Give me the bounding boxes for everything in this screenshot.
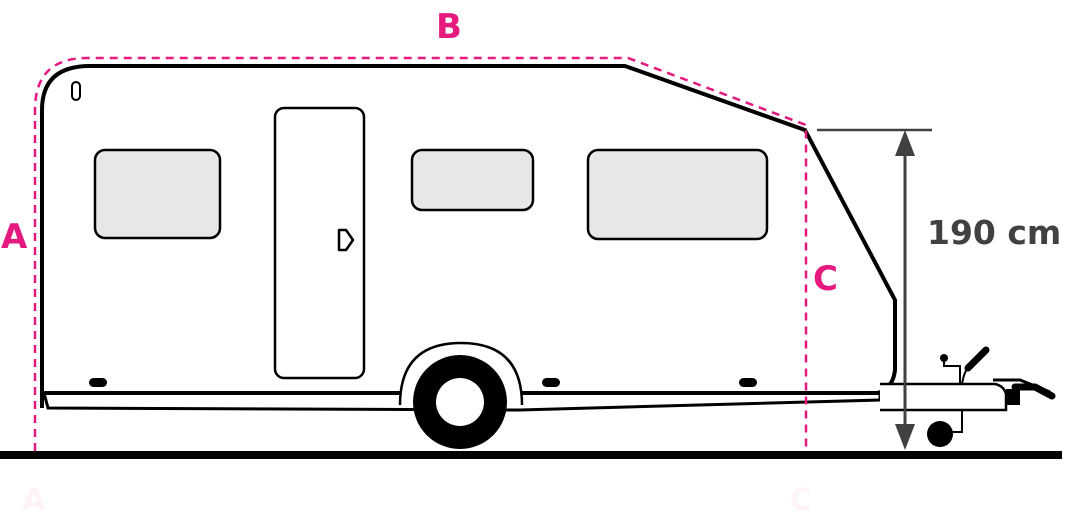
label-b: B (436, 7, 462, 47)
vent (71, 81, 81, 101)
door-handle (337, 228, 355, 252)
window-rear (93, 148, 222, 240)
door (273, 106, 366, 380)
height-dimension (817, 128, 932, 450)
faint-label-c: C (790, 483, 812, 518)
bottom-vent (739, 378, 757, 387)
dimension-outline-dashed (33, 56, 808, 451)
bottom-vent (542, 378, 560, 387)
jockey-wheel (927, 410, 963, 447)
wheel-hub (436, 378, 484, 426)
window-middle (410, 148, 535, 212)
ground-line (0, 451, 1062, 459)
bottom-vent (89, 378, 107, 387)
hitch-coupling (993, 378, 1056, 405)
label-c: C (813, 259, 838, 299)
handbrake-lever (940, 346, 990, 385)
label-a: A (1, 217, 28, 257)
window-front (586, 148, 769, 241)
faint-label-a: A (22, 483, 46, 518)
drawbar (880, 382, 1008, 412)
label-height: 190 cm (927, 213, 1061, 252)
